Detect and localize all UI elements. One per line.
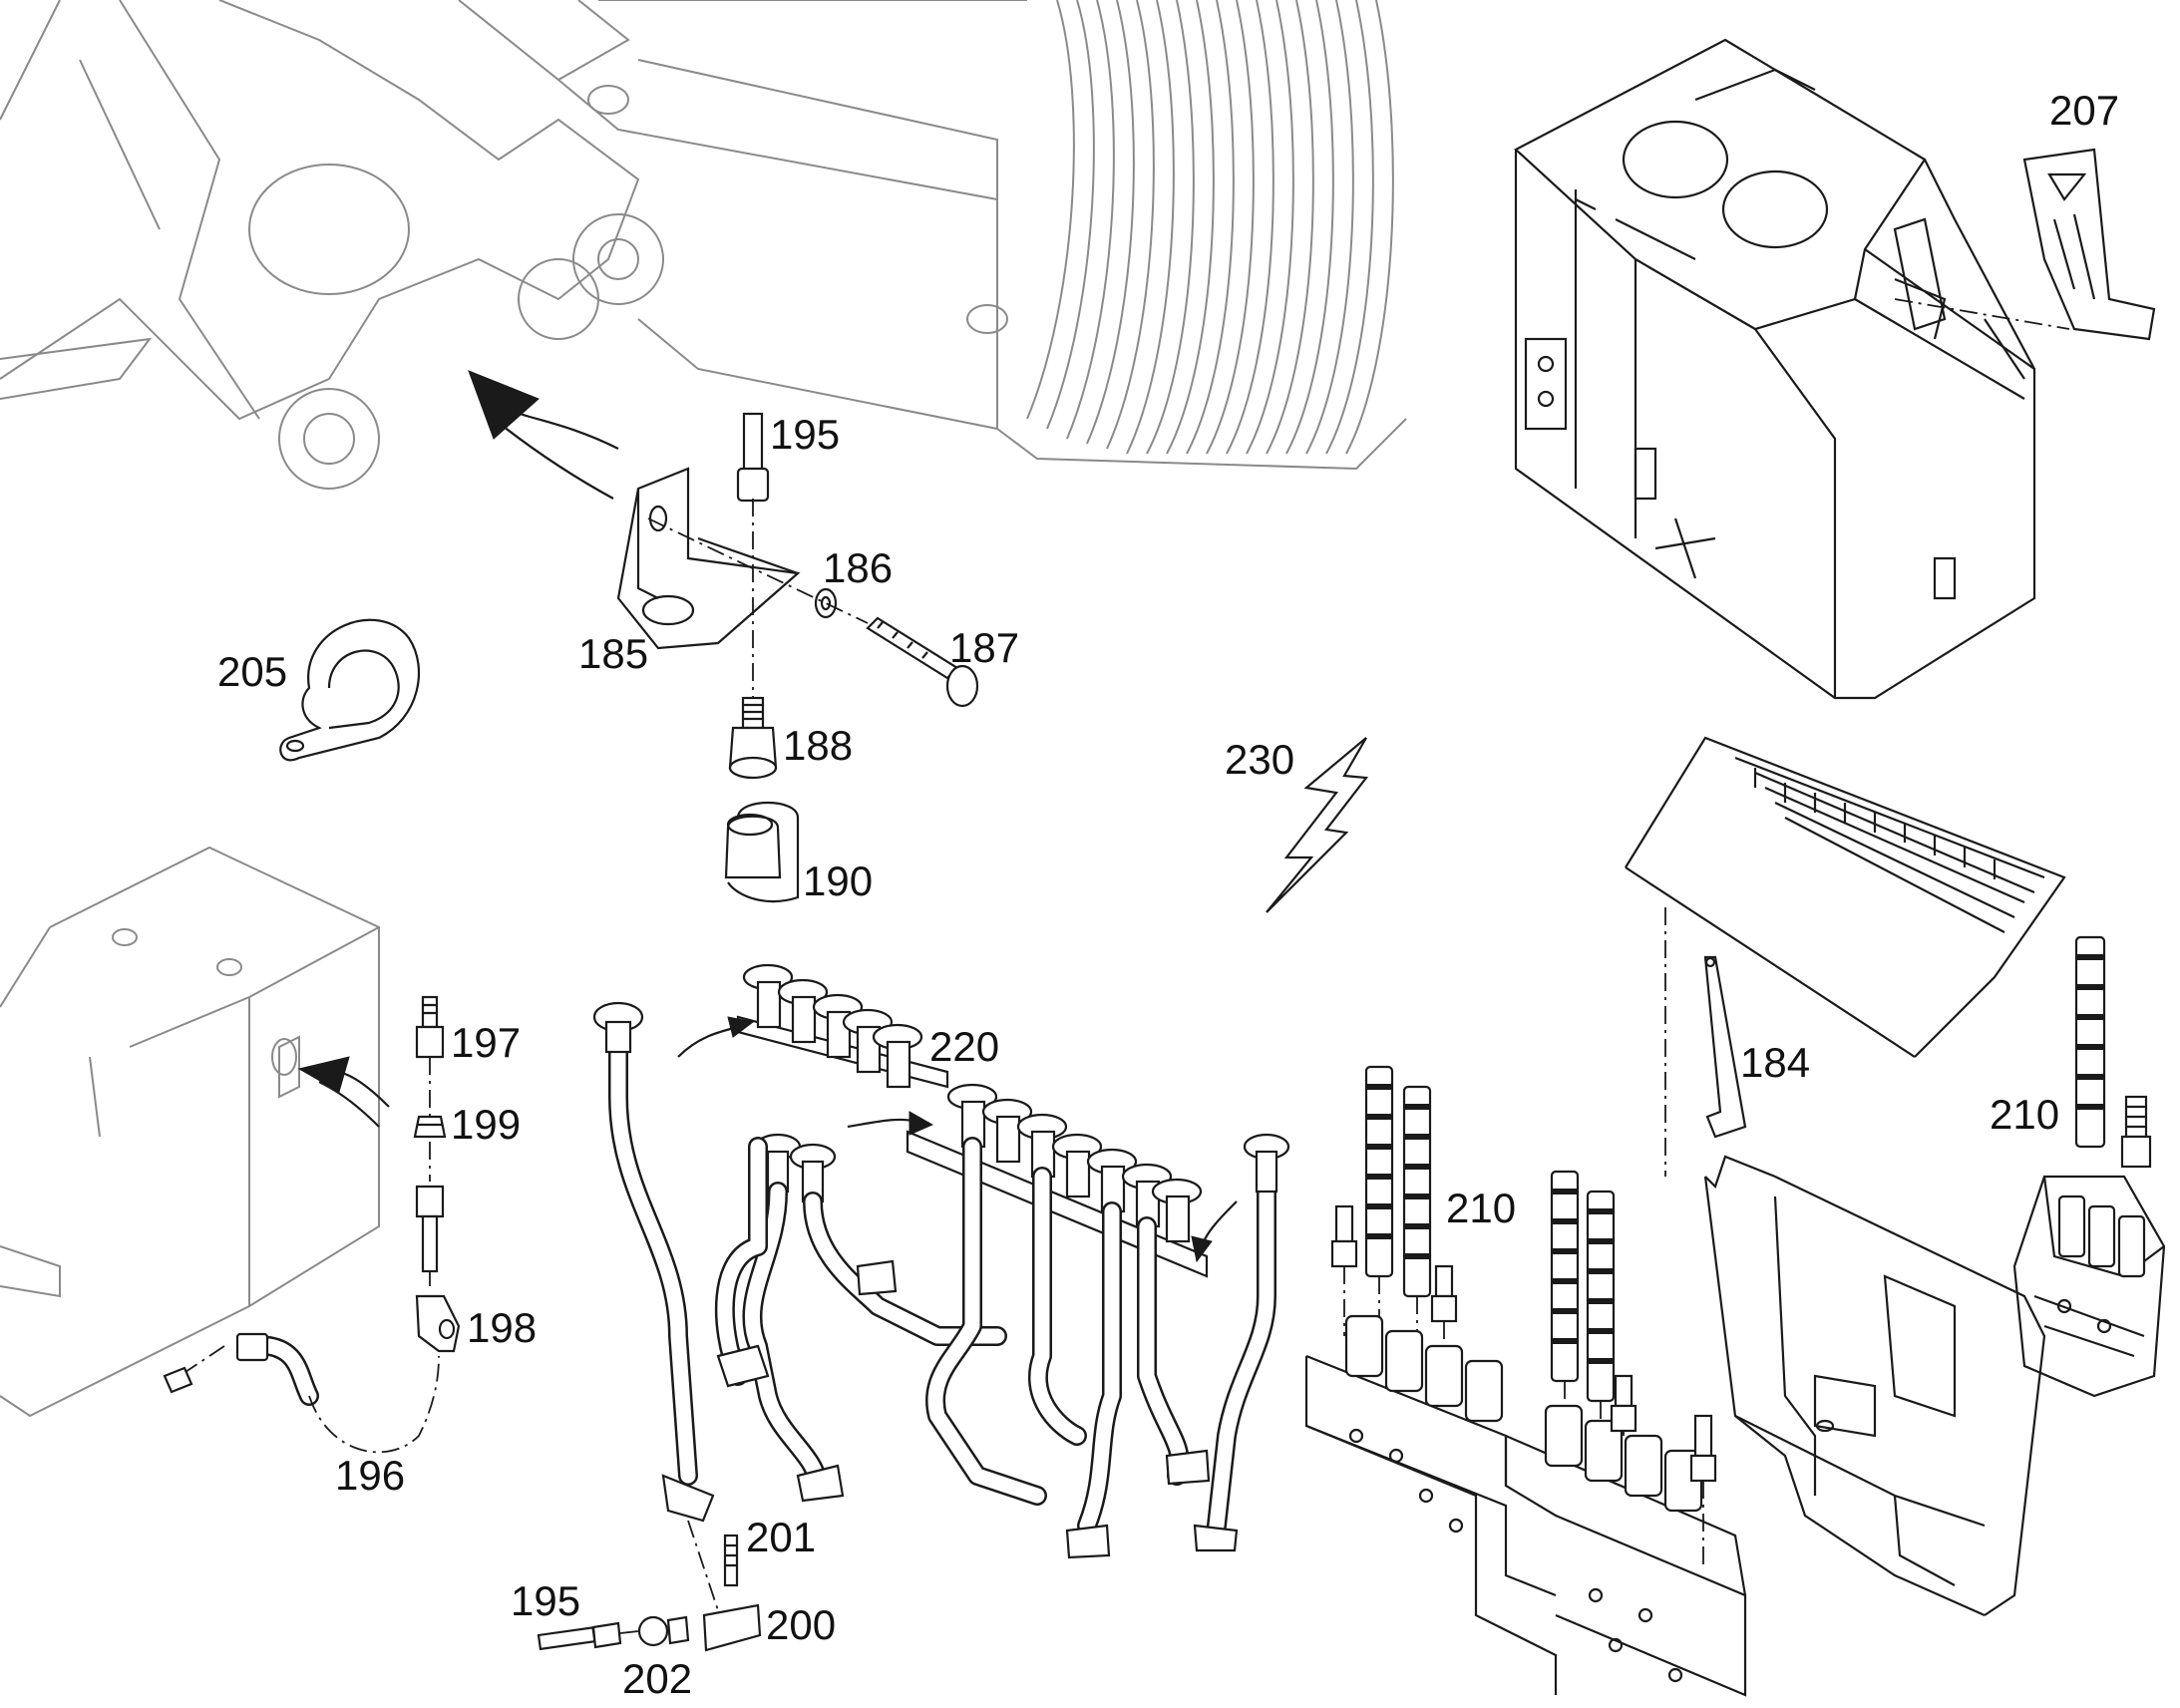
hose-196 <box>163 1332 440 1454</box>
link-184 <box>1703 955 1747 1139</box>
fitting-195-bottom <box>537 1621 622 1651</box>
solenoid-210-right <box>2012 935 2166 1398</box>
fitting-195-top <box>736 412 770 698</box>
label-201: 201 <box>746 1514 816 1560</box>
fittings-lower-row <box>946 1083 1203 1243</box>
label-184: 184 <box>1740 1039 1810 1086</box>
bolt-201 <box>723 1534 739 1587</box>
cab-box <box>1514 38 2036 700</box>
label-195-top: 195 <box>770 411 840 458</box>
label-220: 220 <box>929 1023 999 1070</box>
valve-bank <box>1304 1314 1747 1697</box>
label-190: 190 <box>803 857 873 904</box>
label-207: 207 <box>2049 87 2119 134</box>
solenoids-210-left <box>1330 1065 1717 1565</box>
arrow-cab <box>297 1056 390 1128</box>
label-197: 197 <box>451 1019 521 1066</box>
clamp-205 <box>279 618 421 762</box>
fitting-197 <box>415 995 445 1117</box>
bracket-185 <box>616 467 801 650</box>
label-210-right: 210 <box>1990 1091 2059 1138</box>
fittings-upper-row <box>742 963 923 1089</box>
label-200: 200 <box>766 1601 836 1648</box>
label-210-left: 210 <box>1446 1185 1516 1231</box>
bracket-207 <box>1894 148 2156 341</box>
label-205: 205 <box>217 648 287 695</box>
cab-lower-ghost <box>0 846 380 1418</box>
label-202: 202 <box>622 1655 692 1702</box>
label-199: 199 <box>451 1101 521 1148</box>
bolt-187 <box>647 517 979 708</box>
lightning-230-icon <box>1266 737 1369 913</box>
machine-frame-ghost <box>0 0 1407 490</box>
label-185: 185 <box>578 630 648 677</box>
valve-188 <box>728 696 778 780</box>
guard-grille <box>1625 736 2066 1177</box>
label-195-bottom: 195 <box>511 1577 580 1624</box>
washer-186 <box>814 587 838 619</box>
manifold-220 <box>592 963 1290 1559</box>
fitting-202 <box>619 1615 690 1647</box>
part-labels: 207 195 186 185 187 205 188 230 190 197 … <box>217 87 2119 1702</box>
direction-arrow-frame <box>468 370 619 500</box>
fitting-199 <box>413 1115 447 1182</box>
label-196: 196 <box>335 1452 405 1499</box>
cap-190 <box>724 801 800 903</box>
hose-fitting <box>415 1185 445 1286</box>
label-187: 187 <box>949 624 1019 671</box>
label-230: 230 <box>1225 736 1294 783</box>
mounting-plate <box>1703 1155 2046 1617</box>
flange-200 <box>687 1520 762 1652</box>
label-198: 198 <box>467 1304 537 1351</box>
label-186: 186 <box>823 544 893 591</box>
label-188: 188 <box>783 722 853 769</box>
clamp-198 <box>415 1294 461 1353</box>
